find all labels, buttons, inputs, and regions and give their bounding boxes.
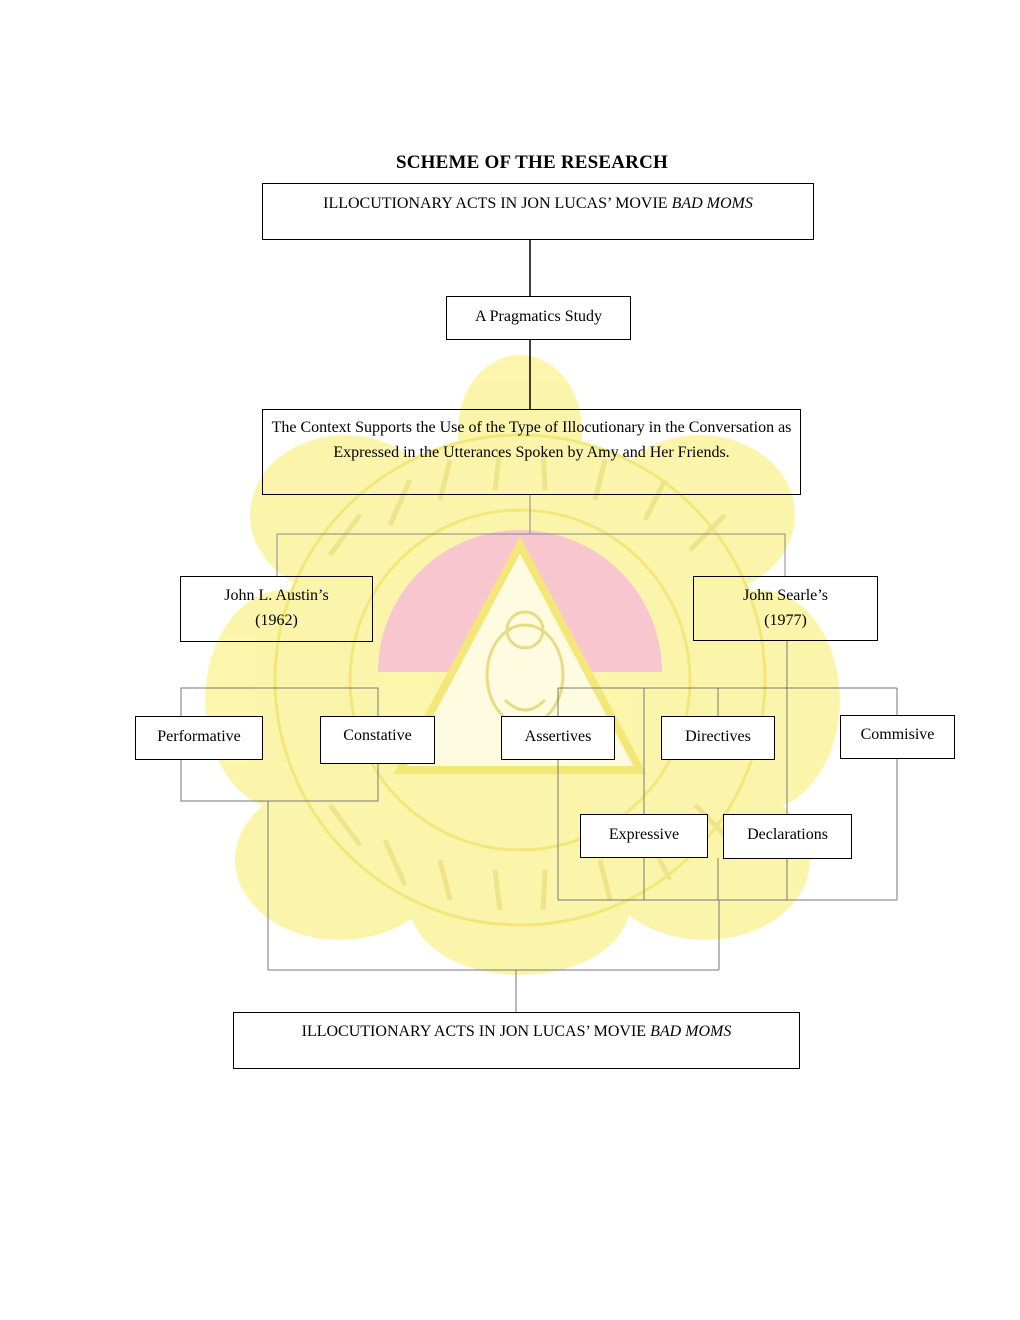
- constative-box: Constative: [320, 716, 435, 764]
- expressive-box: Expressive: [580, 814, 708, 858]
- searle-name: John Searle’s: [743, 587, 828, 604]
- ganesha-emblem: [485, 610, 565, 727]
- directives-box: Directives: [661, 716, 775, 760]
- assertives-box: Assertives: [501, 716, 615, 760]
- seal-red-half: [378, 530, 662, 672]
- expressive-label: Expressive: [608, 826, 680, 843]
- top-box-text: ILLOCUTIONARY ACTS IN JON LUCAS’ MOVIE: [323, 195, 672, 212]
- diagram-title: SCHEME OF THE RESEARCH: [395, 152, 669, 173]
- declarations-label: Declarations: [747, 826, 828, 843]
- assertives-label: Assertives: [524, 728, 592, 745]
- performative-label: Performative: [157, 728, 241, 745]
- context-box: The Context Supports the Use of the Type…: [262, 409, 801, 495]
- directives-label: Directives: [685, 728, 751, 745]
- commisive-box: Commisive: [840, 715, 955, 759]
- bottom-box-movie-title: BAD MOMS: [650, 1023, 732, 1040]
- searle-year: (1977): [764, 612, 807, 629]
- performative-box: Performative: [135, 716, 263, 760]
- context-label: The Context Supports the Use of the Type…: [271, 419, 792, 461]
- austin-name: John L. Austin’s: [224, 587, 329, 604]
- commisive-label: Commisive: [860, 726, 935, 743]
- pragmatics-box: A Pragmatics Study: [446, 296, 631, 340]
- declarations-box: Declarations: [723, 814, 852, 859]
- pragmatics-label: A Pragmatics Study: [474, 308, 603, 325]
- austin-year: (1962): [255, 612, 298, 629]
- seal-inner-ring: [348, 508, 692, 852]
- searle-box: John Searle’s (1977): [693, 576, 878, 641]
- top-box: ILLOCUTIONARY ACTS IN JON LUCAS’ MOVIE B…: [262, 183, 814, 240]
- bottom-box: ILLOCUTIONARY ACTS IN JON LUCAS’ MOVIE B…: [233, 1012, 800, 1069]
- austin-box: John L. Austin’s (1962): [180, 576, 373, 642]
- constative-label: Constative: [343, 727, 412, 744]
- top-box-movie-title: BAD MOMS: [671, 195, 753, 212]
- bottom-box-text: ILLOCUTIONARY ACTS IN JON LUCAS’ MOVIE: [301, 1023, 651, 1040]
